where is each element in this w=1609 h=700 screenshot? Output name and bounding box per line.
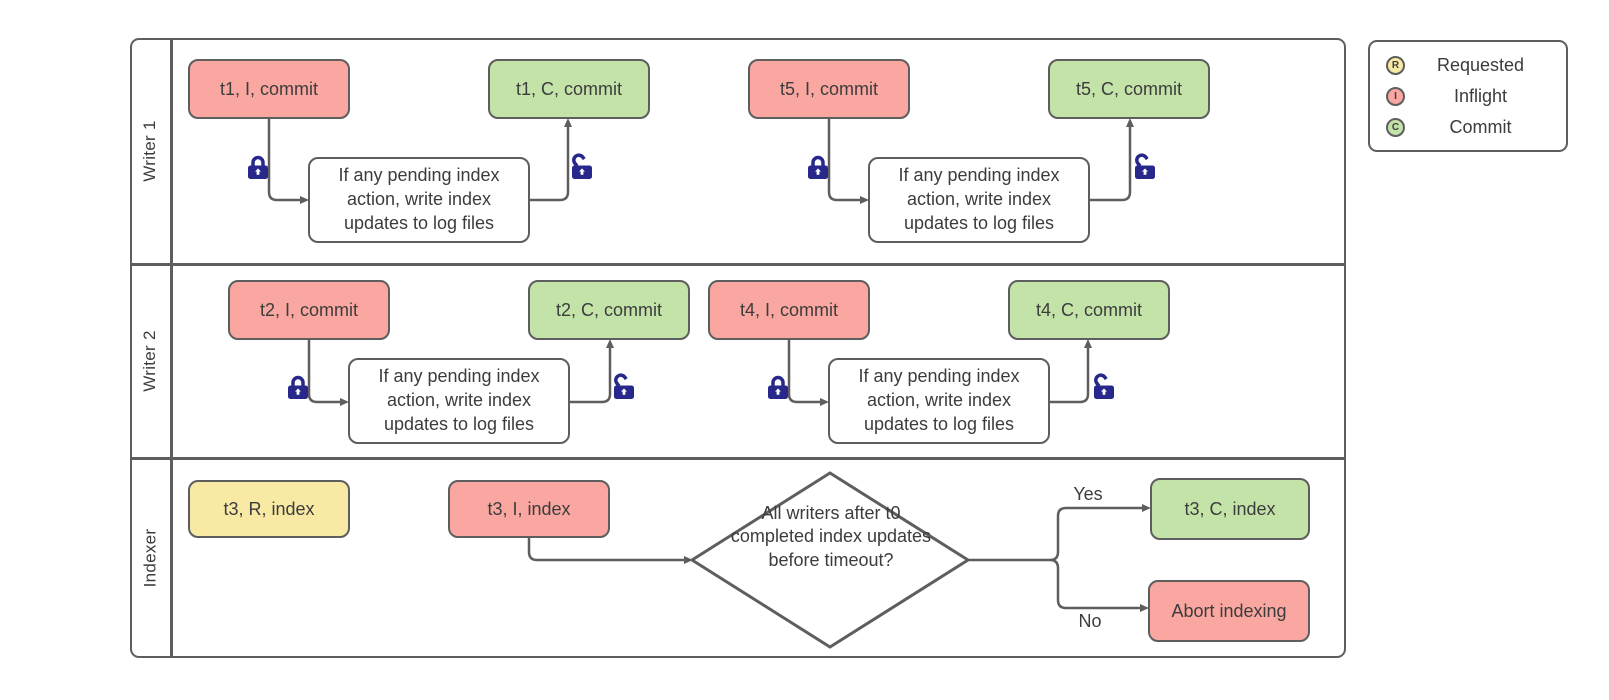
branch-no-label: No bbox=[1078, 611, 1102, 631]
node-t5-inflight: t5, I, commit bbox=[748, 59, 910, 119]
edge-process-to-t4-commit bbox=[1050, 339, 1092, 404]
edge-process-to-t1-commit bbox=[530, 118, 572, 202]
edge-t4-inflight-to-process bbox=[787, 340, 829, 406]
lock-closed-icon bbox=[768, 375, 788, 399]
lock-open-icon bbox=[614, 373, 634, 399]
decision-label: All writers after t0 completed index upd… bbox=[730, 503, 932, 570]
node-t2-inflight: t2, I, commit bbox=[228, 280, 390, 340]
requested-state-icon: R bbox=[1386, 55, 1405, 75]
edge-t5-inflight-to-process bbox=[827, 119, 869, 204]
node-t2-commit: t2, C, commit bbox=[528, 280, 690, 340]
edge-t2-inflight-to-process bbox=[307, 340, 349, 406]
legend-row-requested: R Requested bbox=[1386, 52, 1556, 78]
legend-commit-label: Commit bbox=[1449, 116, 1512, 137]
lane-label-column-divider bbox=[170, 38, 173, 658]
node-process-writer1-t5: If any pending index action, write index… bbox=[868, 157, 1090, 243]
inflight-state-icon: I bbox=[1386, 86, 1405, 106]
lock-open-icon bbox=[1094, 373, 1114, 399]
legend: R Requested I Inflight C Commit bbox=[1368, 40, 1568, 152]
node-process-writer1-t1: If any pending index action, write index… bbox=[308, 157, 530, 243]
legend-row-inflight: I Inflight bbox=[1386, 83, 1556, 109]
node-t5-commit: t5, C, commit bbox=[1048, 59, 1210, 119]
node-t4-commit: t4, C, commit bbox=[1008, 280, 1170, 340]
lock-closed-icon bbox=[248, 155, 268, 179]
lane-divider-1 bbox=[130, 263, 1346, 266]
lock-open-icon bbox=[1135, 153, 1155, 179]
node-t3-inflight: t3, I, index bbox=[448, 480, 610, 538]
edge-decision-no-to-abort bbox=[1049, 558, 1149, 612]
legend-requested-label: Requested bbox=[1436, 54, 1525, 75]
lock-closed-icon bbox=[808, 155, 828, 179]
lock-open-icon bbox=[572, 153, 592, 179]
lock-closed-icon bbox=[288, 375, 308, 399]
node-t1-commit: t1, C, commit bbox=[488, 59, 650, 119]
lane-divider-2 bbox=[130, 457, 1346, 460]
decision-diamond bbox=[689, 471, 971, 649]
node-process-writer2-t2: If any pending index action, write index… bbox=[348, 358, 570, 444]
legend-inflight-label: Inflight bbox=[1453, 85, 1508, 106]
edge-process-to-t2-commit bbox=[568, 339, 614, 404]
edge-t3-inflight-to-decision bbox=[527, 538, 693, 564]
node-abort-indexing: Abort indexing bbox=[1148, 580, 1310, 642]
node-process-writer2-t4: If any pending index action, write index… bbox=[828, 358, 1050, 444]
branch-yes-label: Yes bbox=[1073, 484, 1103, 504]
edge-process-to-t5-commit bbox=[1090, 118, 1134, 202]
commit-state-icon: C bbox=[1386, 117, 1405, 137]
node-t4-inflight: t4, I, commit bbox=[708, 280, 870, 340]
edge-t1-inflight-to-process bbox=[267, 119, 309, 204]
legend-row-commit: C Commit bbox=[1386, 114, 1556, 140]
node-t1-inflight: t1, I, commit bbox=[188, 59, 350, 119]
node-t3-commit: t3, C, index bbox=[1150, 478, 1310, 540]
edge-decision-yes-to-t3-commit bbox=[968, 504, 1151, 562]
node-t3-requested: t3, R, index bbox=[188, 480, 350, 538]
